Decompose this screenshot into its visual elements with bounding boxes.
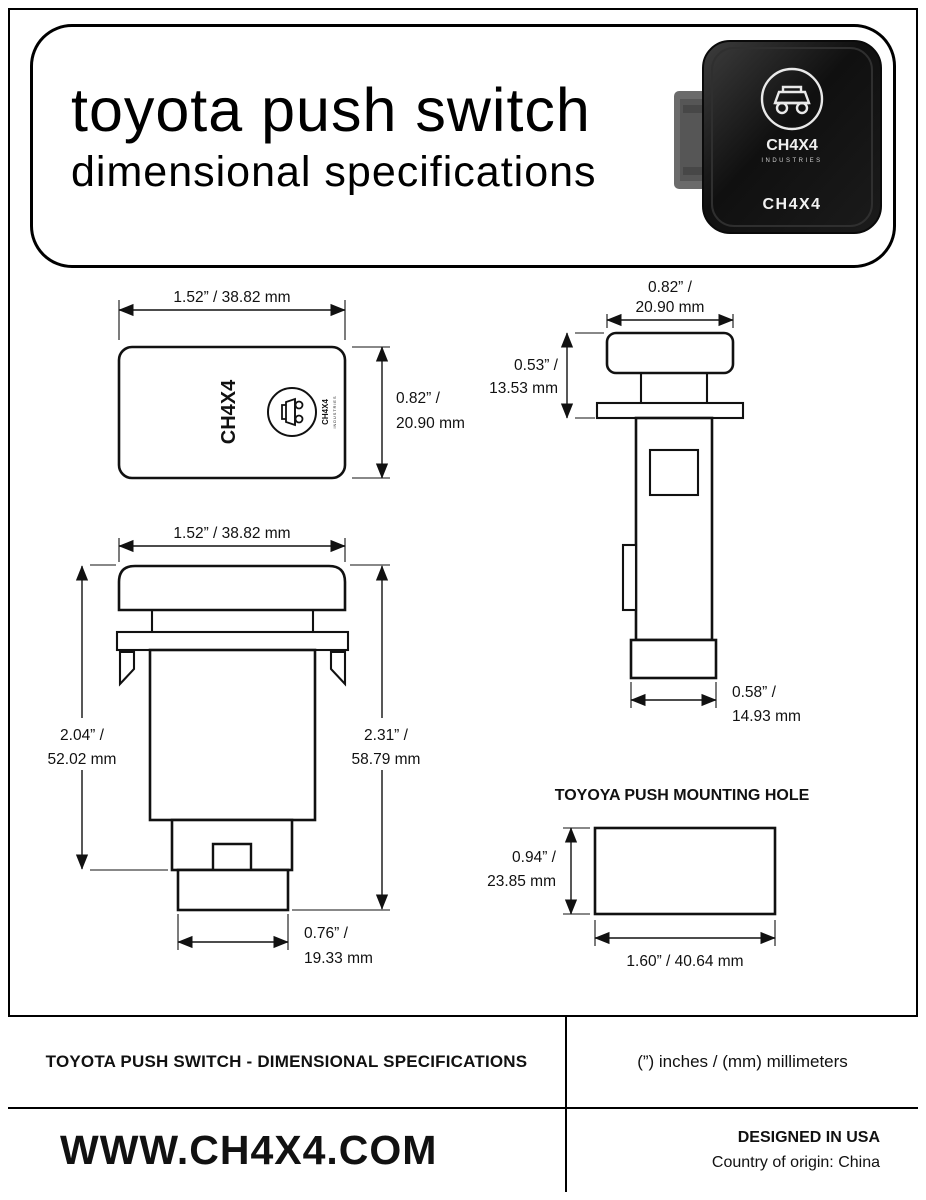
switch-body: [702, 40, 882, 234]
face-emblem-sub: INDUSTRIES: [333, 396, 337, 429]
view-switch-face: CH4X4 CH4X4 INDUSTRIES 1.52” / 38.82 mm: [117, 289, 465, 480]
footer-website: WWW.CH4X4.COM: [8, 1107, 565, 1192]
product-photo: CH4X4 INDUSTRIES CH4X4: [671, 39, 883, 235]
footer-origin-cell: DESIGNED IN USA Country of origin: China: [565, 1107, 918, 1192]
footer-table: TOYOTA PUSH SWITCH - DIMENSIONAL SPECIFI…: [8, 1015, 918, 1192]
face-height-dimension: 0.82” / 20.90 mm: [352, 346, 465, 479]
view-switch-side: 0.82” / 20.90 mm 0.53” / 13.53 mm 0.58” …: [489, 279, 801, 725]
front-width-dimension: 1.52” / 38.82 mm: [118, 525, 346, 562]
side-cap-height-label-2: 13.53 mm: [489, 380, 558, 397]
front-base-width-dimension: 0.76” / 19.33 mm: [177, 914, 373, 967]
page-title: toyota push switch: [71, 76, 591, 144]
header: toyota push switch dimensional specifica…: [30, 24, 896, 268]
hole-height-label-2: 23.85 mm: [487, 873, 556, 890]
product-face-label: CH4X4: [762, 196, 821, 213]
face-width-label: 1.52” / 38.82 mm: [173, 289, 290, 306]
technical-drawings: CH4X4 CH4X4 INDUSTRIES 1.52” / 38.82 mm: [48, 279, 810, 970]
hole-width-dimension: 1.60” / 40.64 mm: [594, 920, 776, 970]
side-base-width-dimension: 0.58” / 14.93 mm: [630, 682, 801, 725]
hole-height-label-1: 0.94” /: [512, 849, 557, 866]
designed-in-usa: DESIGNED IN USA: [737, 1128, 880, 1146]
front-left-height-dimension: 2.04” / 52.02 mm: [48, 564, 168, 871]
front-width-label: 1.52” / 38.82 mm: [173, 525, 290, 542]
product-emblem-sub: INDUSTRIES: [761, 158, 822, 164]
front-left-height-label-2: 52.02 mm: [48, 751, 117, 768]
hole-height-dimension: 0.94” / 23.85 mm: [487, 827, 590, 915]
side-width-label-1: 0.82” /: [648, 279, 693, 296]
front-right-height-dimension: 2.31” / 58.79 mm: [292, 564, 421, 911]
product-emblem-text: CH4X4: [766, 137, 818, 154]
side-cap-height-dimension: 0.53” / 13.53 mm: [489, 332, 604, 419]
front-left-height-label-1: 2.04” /: [60, 727, 105, 744]
front-right-height-label-2: 58.79 mm: [352, 751, 421, 768]
footer-units-note: (”) inches / (mm) millimeters: [565, 1017, 918, 1107]
country-of-origin: Country of origin: China: [711, 1153, 880, 1171]
side-width-dimension: 0.82” / 20.90 mm: [606, 279, 734, 328]
front-base-width-label-1: 0.76” /: [304, 925, 349, 942]
face-emblem-icon: CH4X4 INDUSTRIES: [267, 387, 337, 437]
footer-spec-title: TOYOTA PUSH SWITCH - DIMENSIONAL SPECIFI…: [45, 1052, 528, 1071]
face-emblem-text: CH4X4: [321, 399, 330, 425]
side-cap-height-label-1: 0.53” /: [514, 357, 559, 374]
front-base-width-label-2: 19.33 mm: [304, 950, 373, 967]
product-emblem-icon: [760, 67, 824, 131]
side-width-label-2: 20.90 mm: [636, 299, 705, 316]
front-right-height-label-1: 2.31” /: [364, 727, 409, 744]
face-logo-text: CH4X4: [218, 379, 240, 444]
hole-width-label: 1.60” / 40.64 mm: [626, 953, 743, 970]
face-width-dimension: 1.52” / 38.82 mm: [118, 289, 346, 340]
page-subtitle: dimensional specifications: [71, 148, 597, 196]
product-photo-graphic: CH4X4 INDUSTRIES CH4X4: [674, 40, 882, 234]
side-base-width-label-2: 14.93 mm: [732, 708, 801, 725]
face-height-label-1: 0.82” /: [396, 390, 441, 407]
view-mounting-hole: TOYOYA PUSH MOUNTING HOLE 0.94” / 23.85 …: [487, 787, 810, 970]
mounting-hole-title: TOYOYA PUSH MOUNTING HOLE: [555, 787, 810, 804]
side-base-width-label-1: 0.58” /: [732, 684, 777, 701]
face-height-label-2: 20.90 mm: [396, 415, 465, 432]
view-switch-front-body: 1.52” / 38.82 mm 2.04” / 52.02 mm 2.31” …: [48, 525, 421, 967]
